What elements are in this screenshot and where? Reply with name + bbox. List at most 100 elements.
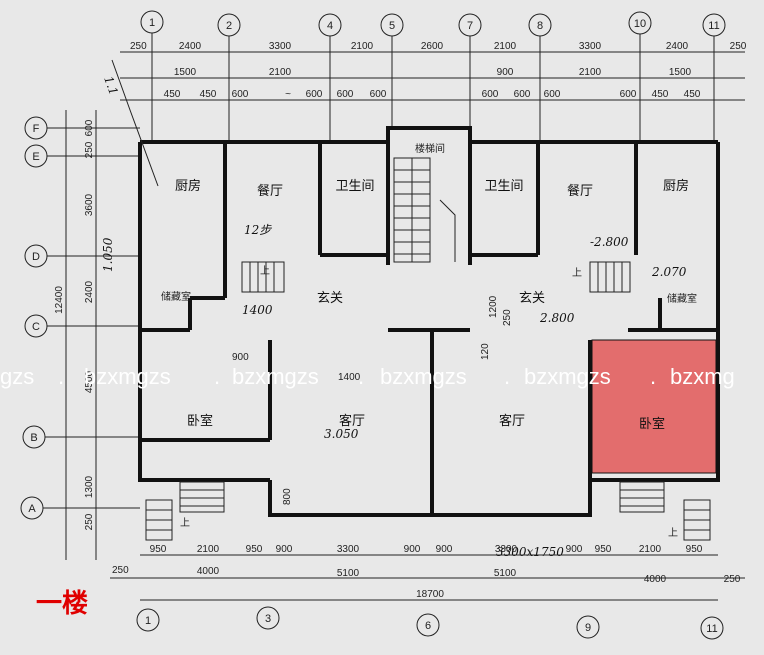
room-foyer-left: 玄关: [317, 291, 343, 306]
axis-bubble-bottom: 1: [136, 608, 160, 632]
note-elev-2070: 2.070: [651, 265, 687, 279]
axis-label: A: [28, 503, 36, 515]
walls: [138, 126, 720, 517]
room-living-left: 客厅: [339, 413, 365, 429]
dim-label: 3600: [84, 193, 95, 216]
dim-label: 3300: [495, 544, 518, 555]
axis-label: 4: [327, 20, 333, 32]
dim-label: 4000: [644, 574, 667, 585]
dim-label: 250: [84, 141, 95, 158]
dim-label: 2400: [666, 41, 689, 52]
room-dining-right: 餐厅: [567, 183, 593, 199]
axis-label: 10: [634, 18, 646, 30]
watermark-text: .: [504, 364, 510, 389]
axis-label: 7: [467, 20, 473, 32]
left-total-dim: 12400: [54, 286, 65, 314]
axis-bubble-bottom: 9: [576, 615, 600, 639]
top-dims-row1: 250 2400 3300 2100 2600 2100 3300 2400 2…: [130, 41, 747, 52]
room-foyer-right: 玄关: [519, 291, 545, 306]
bottom-dimension-lines: [110, 554, 745, 601]
room-stair-hall: 楼梯间: [415, 142, 445, 155]
watermark-text: bzxmgzs: [380, 364, 467, 389]
dim-label: 950: [246, 544, 263, 555]
dim-label: 900: [404, 544, 421, 555]
note-900: 900: [232, 352, 249, 363]
axis-bubble-bottom: 11: [700, 616, 724, 640]
room-bathroom-left: 卫生间: [335, 179, 374, 194]
dim-label: 4000: [197, 566, 220, 577]
axis-bubble-bottom: 3: [256, 606, 280, 630]
dim-label: 600: [544, 89, 561, 100]
dim-label: 600: [620, 89, 637, 100]
watermark-text: bzxmg: [670, 364, 735, 389]
axis-label: E: [32, 151, 39, 163]
dim-label: 2100: [351, 41, 374, 52]
room-kitchen-left: 厨房: [175, 178, 201, 194]
left-small-stair: [241, 261, 285, 293]
axis-label: 3: [265, 613, 271, 625]
note-120: 120: [480, 343, 491, 360]
watermark-text: .: [58, 364, 64, 389]
dim-label: 5100: [494, 568, 517, 579]
bottom-left-stair: [145, 481, 225, 541]
up-marker: 上: [260, 265, 270, 277]
watermark-text: .: [358, 364, 364, 389]
left-dims: 600 250 3600 2400 4500 1300 250 12400: [54, 119, 95, 530]
dim-label: 1500: [174, 67, 197, 78]
note-1400-left: 1400: [242, 303, 273, 317]
dim-label: 250: [84, 513, 95, 530]
room-bathroom-right: 卫生间: [484, 179, 523, 194]
dim-label: 250: [112, 565, 129, 576]
dim-label: 250: [730, 41, 747, 52]
axis-label: C: [32, 321, 40, 333]
dim-label: 950: [686, 544, 703, 555]
dim-label: 2100: [269, 67, 292, 78]
dim-label: 600: [232, 89, 249, 100]
watermark-text: gzs: [0, 364, 34, 389]
room-labels: 厨房 餐厅 卫生间 楼梯间 卫生间 餐厅 厨房 储藏室 储藏室 玄关 玄关 卧室…: [161, 142, 697, 432]
watermark-text: bzxmgzs: [524, 364, 611, 389]
axis-bubble-bottom: 6: [416, 613, 440, 637]
axis-label: 5: [389, 20, 395, 32]
room-bedroom-left: 卧室: [187, 413, 213, 429]
top-dims-row2: 1500 2100 900 2100 1500: [174, 67, 692, 78]
dim-label: 2600: [421, 41, 444, 52]
note-pointer: 1.1: [101, 74, 121, 97]
note-elev-2800: -2.800: [590, 235, 629, 249]
dim-label: 2100: [579, 67, 602, 78]
dim-label: 3300: [579, 41, 602, 52]
room-bedroom-right: 卧室: [639, 416, 665, 432]
bottom-total-dim: 18700: [416, 589, 444, 600]
axis-label: 2: [226, 20, 232, 32]
dim-label: 5100: [337, 568, 360, 579]
watermark-text: bzxmgzs: [232, 364, 319, 389]
dim-label: 4500: [84, 370, 95, 393]
dim-label: 1300: [84, 475, 95, 498]
room-dining-left: 餐厅: [257, 183, 283, 199]
axis-label: F: [33, 123, 40, 135]
note-1400: 1400: [338, 372, 361, 383]
right-small-stair: [589, 261, 631, 293]
room-living-right: 客厅: [499, 413, 525, 429]
dim-label: 600: [370, 89, 387, 100]
dim-label: 600: [514, 89, 531, 100]
dim-label: 900: [497, 67, 514, 78]
top-dims-row3: 450 450 600 ~ 600 600 600 600 600 600 60…: [164, 89, 701, 100]
up-markers: 上 上 上 上: [180, 265, 678, 539]
main-stair: [393, 157, 456, 263]
dim-label: 3300: [337, 544, 360, 555]
axis-label: 1: [145, 615, 151, 627]
watermark-text: .: [214, 364, 220, 389]
bottom-axis-markers: 1 3 6 9 11: [136, 606, 724, 640]
dim-label: 900: [566, 544, 583, 555]
room-storage-left: 储藏室: [161, 290, 191, 303]
up-marker: 上: [668, 527, 678, 539]
dim-label: 2100: [639, 544, 662, 555]
note-1200: 1200: [488, 295, 499, 318]
dim-label: 450: [200, 89, 217, 100]
floor-label: 一楼: [36, 589, 88, 619]
dim-label: 600: [337, 89, 354, 100]
dim-label: 900: [276, 544, 293, 555]
